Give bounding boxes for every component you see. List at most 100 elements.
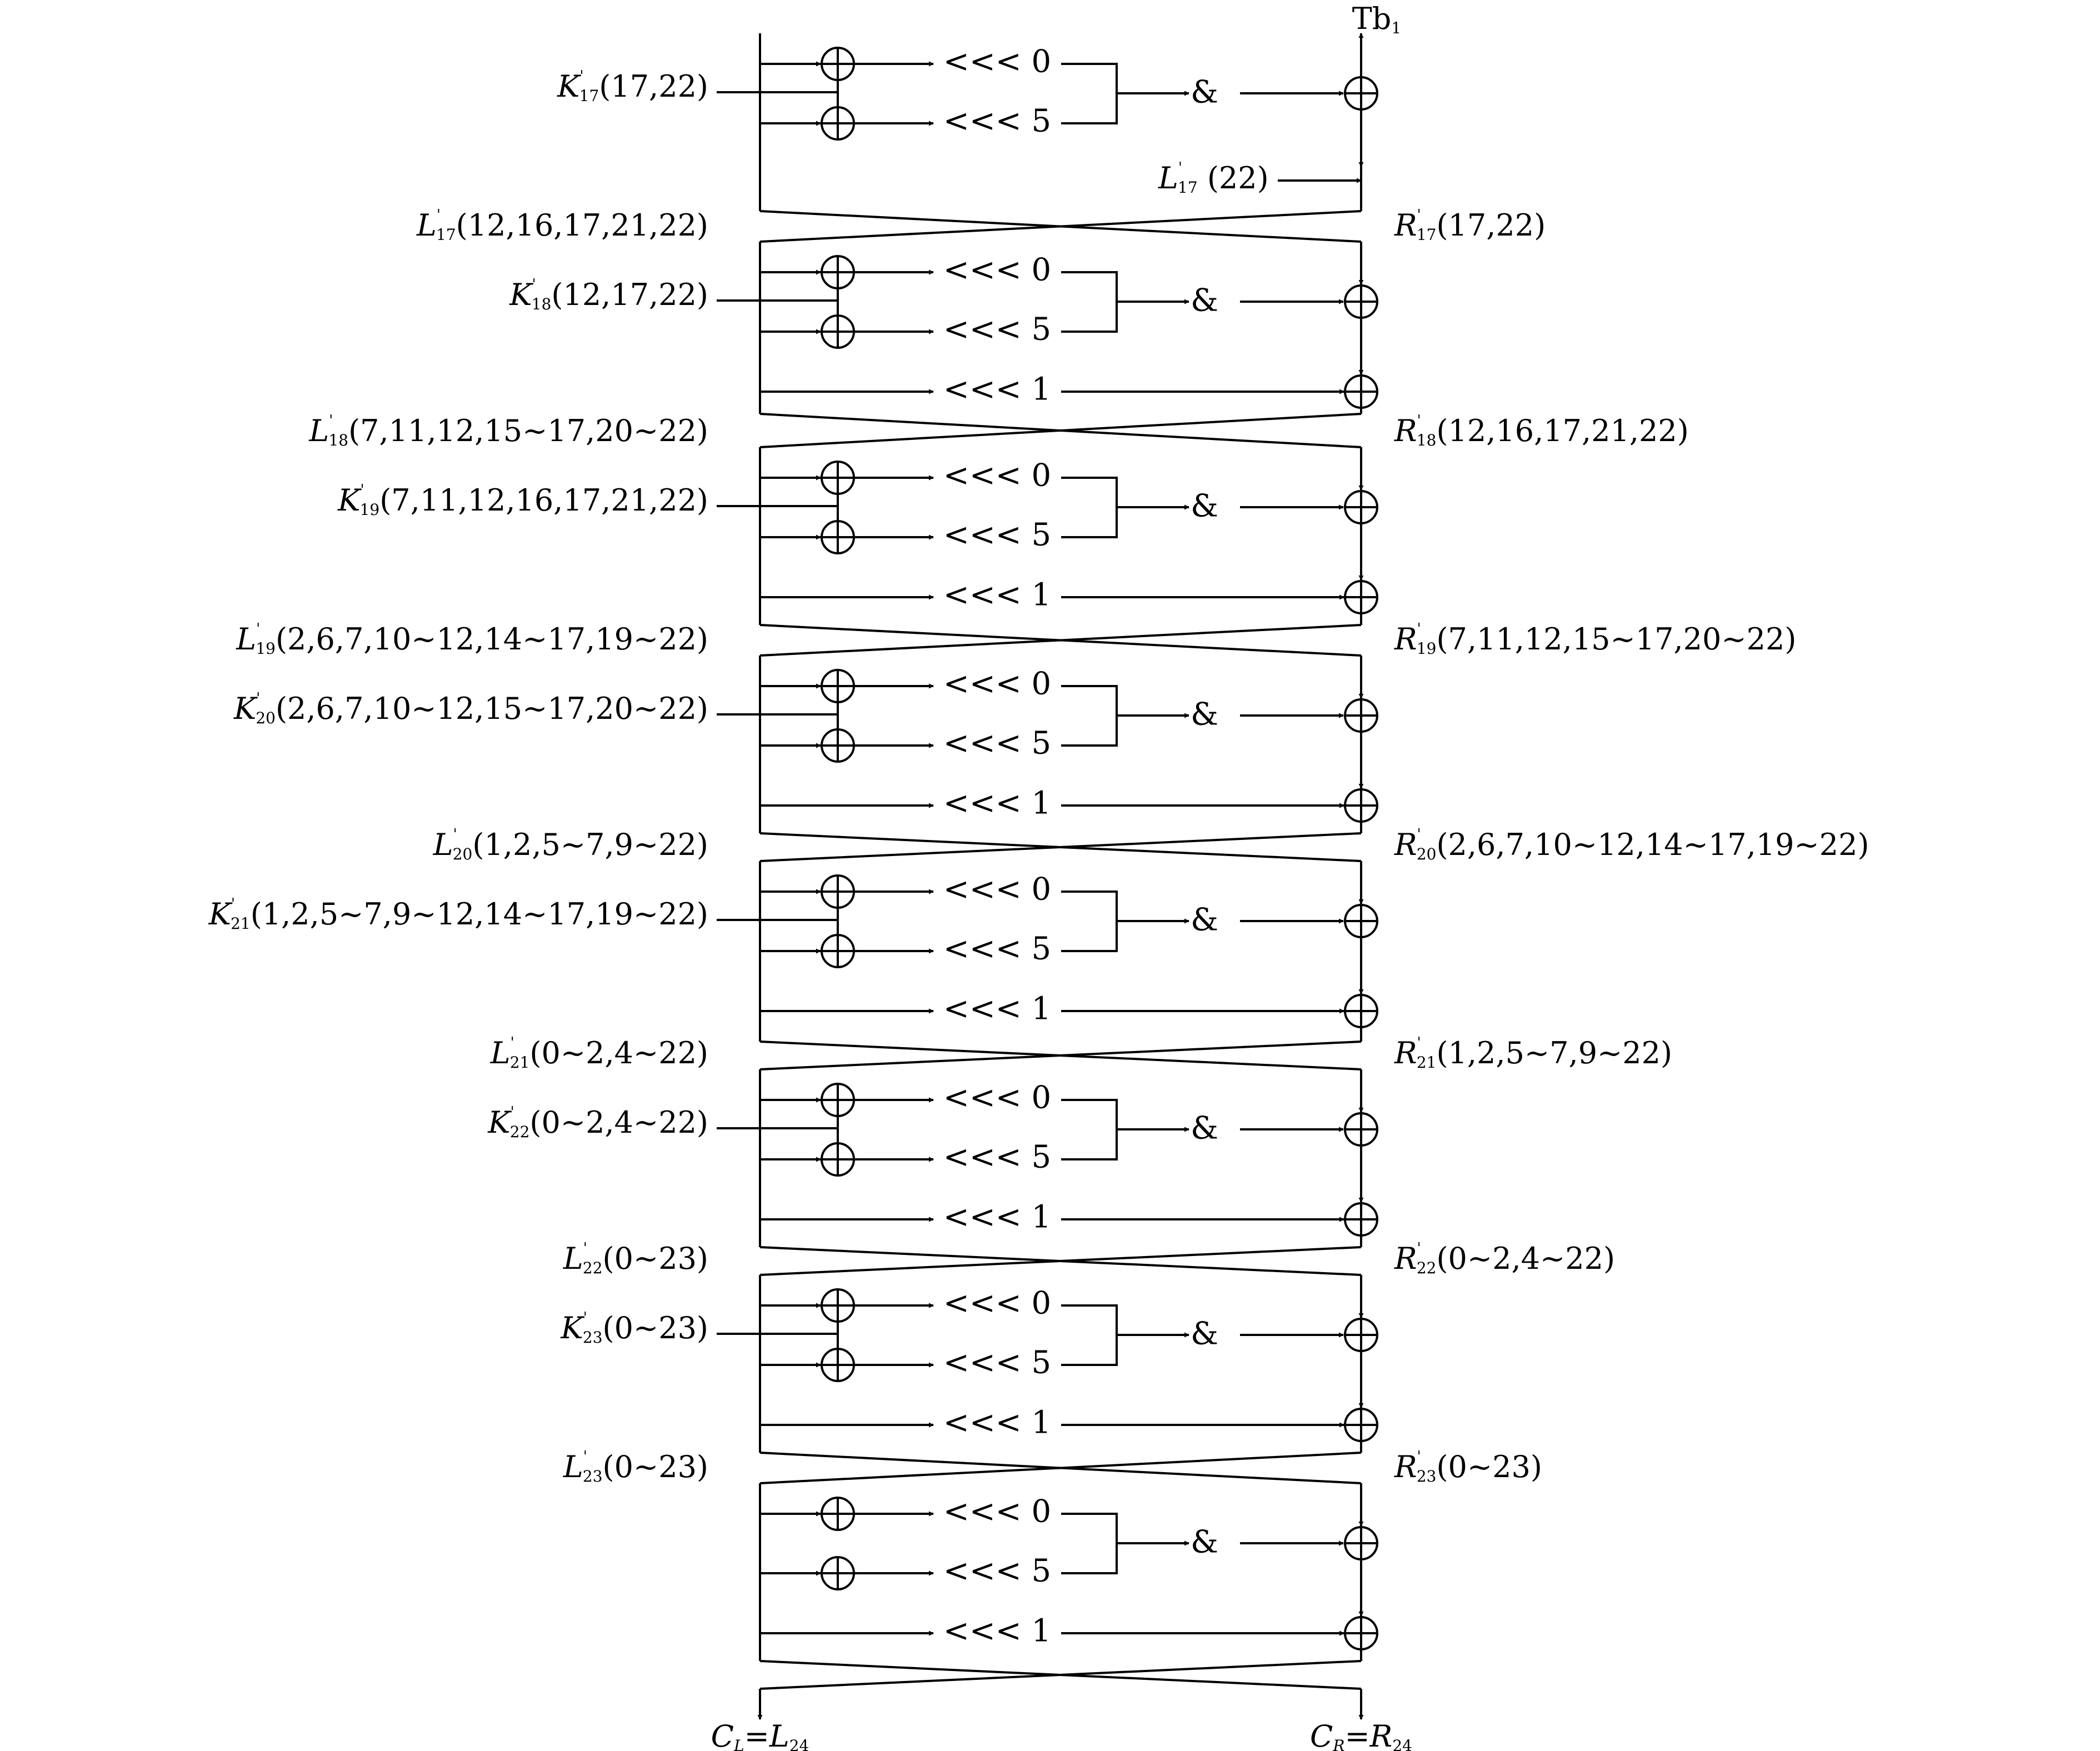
- output-cl-label: CL=L24: [711, 1719, 809, 1751]
- round-2-right-label: R'17(17,22): [1394, 207, 1546, 244]
- round-3-rot1: <<< 1: [943, 577, 1051, 613]
- round-3-rot0: <<< 0: [943, 458, 1051, 494]
- round-6-and: &: [1191, 1110, 1218, 1147]
- round-1-rot5: <<< 5: [943, 103, 1051, 139]
- round-1-and-bracket: [1061, 63, 1118, 124]
- round-5-and-bracket: [1061, 890, 1118, 952]
- round-8-xor-right-bottom: [1344, 1616, 1378, 1650]
- round-1-cross-rl: [759, 210, 1362, 243]
- round-5-xor-right-top: [1344, 904, 1378, 938]
- round-4-and: &: [1191, 697, 1218, 733]
- output-cr-label: CR=R24: [1310, 1719, 1412, 1751]
- round-5-xor-top: [821, 874, 855, 909]
- round-5-xor-bottom: [821, 934, 855, 968]
- round-6-left-label: L'21(0~2,4~22): [490, 1034, 708, 1072]
- round-3-and-bracket: [1061, 477, 1118, 538]
- round-7-and-bracket: [1061, 1304, 1118, 1366]
- round-7-xor-top: [821, 1288, 855, 1323]
- round-6-rot5: <<< 5: [943, 1139, 1051, 1175]
- diagram-labels: K'17(17,22)<<< 0<<< 5&L'17 (22)L'17(12,1…: [208, 1, 1869, 1751]
- round-8-and: &: [1191, 1524, 1218, 1560]
- round-1-key-label: K'17(17,22): [557, 68, 708, 105]
- round-2-xor-right-top: [1344, 284, 1378, 319]
- round-2-rot0: <<< 0: [943, 252, 1051, 288]
- round-2-cross-rl: [759, 413, 1362, 448]
- round-5-rot1: <<< 1: [943, 991, 1051, 1027]
- round-8-left-label: L'23(0~23): [563, 1448, 708, 1485]
- round-3-rot5: <<< 5: [943, 517, 1051, 553]
- round-8-xor-bottom: [821, 1556, 855, 1590]
- round-3-right-label: R'18(12,16,17,21,22): [1394, 412, 1689, 449]
- round-8-rot1: <<< 1: [943, 1613, 1051, 1649]
- round-4-left-label: L'19(2,6,7,10~12,14~17,19~22): [236, 621, 708, 658]
- round-4-cross-rl: [759, 832, 1362, 862]
- round-3-xor-top: [821, 461, 855, 495]
- round-3-and: &: [1191, 488, 1218, 524]
- round-8-and-bracket: [1061, 1513, 1118, 1574]
- round-2-rot5: <<< 5: [943, 312, 1051, 348]
- round-6-rot1: <<< 1: [943, 1199, 1051, 1235]
- round-6-xor-top: [821, 1083, 855, 1117]
- round-5-and: &: [1191, 902, 1218, 938]
- round-6-xor-right-bottom: [1344, 1202, 1378, 1237]
- round-4-xor-bottom: [821, 728, 855, 763]
- round-7-key-label: K'23(0~23): [560, 1309, 708, 1347]
- round-1-and: &: [1191, 74, 1218, 111]
- round-7-xor-right-top: [1344, 1318, 1378, 1352]
- round-2-and-bracket: [1061, 271, 1118, 333]
- round-1-xor-bottom: [821, 106, 855, 141]
- round-6-and-bracket: [1061, 1099, 1118, 1160]
- round-8-rot5: <<< 5: [943, 1553, 1051, 1589]
- round-7-and: &: [1191, 1316, 1218, 1352]
- round-2-and: &: [1191, 283, 1218, 319]
- round-2-xor-right-bottom: [1344, 374, 1378, 409]
- round-6-cross-rl: [759, 1246, 1362, 1276]
- round-5-xor-right-bottom: [1344, 994, 1378, 1028]
- round-4-xor-right-top: [1344, 698, 1378, 733]
- diagram-nodes: [821, 47, 1378, 1650]
- round-7-right-label: R'22(0~2,4~22): [1394, 1240, 1615, 1277]
- round-5-left-label: L'20(1,2,5~7,9~22): [433, 826, 708, 863]
- round-3-xor-bottom: [821, 520, 855, 554]
- round-5-cross-rl: [759, 1040, 1362, 1070]
- round-6-key-label: K'22(0~2,4~22): [487, 1104, 708, 1141]
- round-3-left-label: L'18(7,11,12,15~17,20~22): [308, 412, 708, 449]
- round-5-key-label: K'21(1,2,5~7,9~12,14~17,19~22): [208, 895, 708, 933]
- round-4-rot0: <<< 0: [943, 666, 1051, 702]
- round-1-xor-top: [821, 47, 855, 81]
- round-6-xor-right-top: [1344, 1112, 1378, 1147]
- round-3-cross-rl: [759, 624, 1362, 657]
- round-7-xor-bottom: [821, 1348, 855, 1382]
- round-2-xor-bottom: [821, 314, 855, 349]
- round-2-left-label: L'17(12,16,17,21,22): [416, 207, 708, 244]
- round-4-xor-top: [821, 669, 855, 703]
- round-3-xor-right-bottom: [1344, 580, 1378, 614]
- round-5-rot0: <<< 0: [943, 872, 1051, 908]
- round-2-rot1: <<< 1: [943, 372, 1051, 408]
- round-4-rot1: <<< 1: [943, 786, 1051, 822]
- round-6-xor-bottom: [821, 1142, 855, 1177]
- round-8-right-label: R'23(0~23): [1394, 1448, 1542, 1485]
- round-7-xor-right-bottom: [1344, 1408, 1378, 1442]
- round-8-xor-right-top: [1344, 1526, 1378, 1560]
- round-2-xor-top: [821, 255, 855, 289]
- round-3-key-label: K'19(7,11,12,16,17,21,22): [337, 482, 708, 519]
- round-5-rot5: <<< 5: [943, 931, 1051, 967]
- round-4-rot5: <<< 5: [943, 726, 1051, 762]
- round-3-xor-right-top: [1344, 490, 1378, 524]
- round-1-rot0: <<< 0: [943, 44, 1051, 80]
- round-4-right-label: R'19(7,11,12,15~17,20~22): [1394, 621, 1796, 658]
- round-7-rot5: <<< 5: [943, 1345, 1051, 1381]
- round-5-right-label: R'20(2,6,7,10~12,14~17,19~22): [1394, 826, 1869, 863]
- round-7-rot1: <<< 1: [943, 1405, 1051, 1441]
- round-7-left-label: L'22(0~23): [563, 1240, 708, 1277]
- round-6-right-label: R'21(1,2,5~7,9~22): [1394, 1034, 1672, 1072]
- round-6-rot0: <<< 0: [943, 1080, 1051, 1116]
- round-4-xor-right-bottom: [1344, 788, 1378, 823]
- round-2-key-label: K'18(12,17,22): [509, 276, 708, 313]
- round-4-key-label: K'20(2,6,7,10~12,15~17,20~22): [233, 690, 708, 727]
- round-8-rot0: <<< 0: [943, 1494, 1051, 1530]
- round-4-and-bracket: [1061, 685, 1118, 747]
- round-7-rot0: <<< 0: [943, 1285, 1051, 1322]
